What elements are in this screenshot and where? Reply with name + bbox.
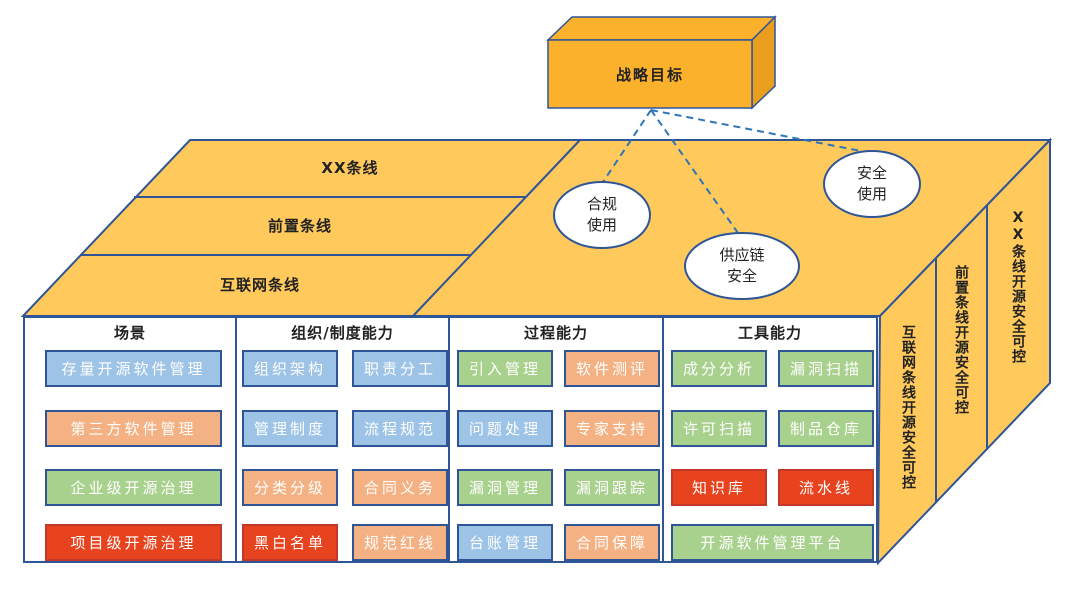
column-organization: 组织/制度能力 组织架构职责分工管理制度流程规范分类分级合同义务黑白名单规范红线: [235, 318, 448, 561]
connector-security: [650, 109, 867, 153]
capability-tile: 职责分工: [352, 350, 448, 387]
objective-line: 使用: [856, 185, 887, 203]
column-process: 过程能力 引入管理软件测评问题处理专家支持漏洞管理漏洞跟踪台账管理合同保障: [448, 318, 662, 561]
capability-tile: 分类分级: [242, 469, 338, 506]
capability-tile: 漏洞跟踪: [564, 469, 660, 506]
objective-label-security: 安全 使用: [832, 163, 912, 205]
capability-tile: 台账管理: [457, 524, 553, 561]
capability-tile: 专家支持: [564, 410, 660, 447]
capability-tile: 知识库: [671, 469, 767, 506]
capability-tile: 成分分析: [671, 350, 767, 387]
column-scenarios: 场景 存量开源软件管理第三方软件管理企业级开源治理项目级开源治理: [25, 318, 235, 561]
capability-tile: 黑白名单: [242, 524, 338, 561]
capability-tile: 项目级开源治理: [45, 524, 222, 561]
side-label-xx: XX条线开源安全可控: [1010, 210, 1026, 364]
capability-tile: 管理制度: [242, 410, 338, 447]
capability-tile: 引入管理: [457, 350, 553, 387]
layer-diagonal: [412, 139, 581, 317]
objective-label-compliance: 合规 使用: [562, 194, 642, 236]
objective-line: 供应链: [719, 246, 765, 264]
capability-tile: 制品仓库: [778, 410, 874, 447]
layer-label-xx: XX条线: [321, 159, 379, 177]
capability-tile: 流水线: [778, 469, 874, 506]
objective-ellipse-compliance: [553, 181, 651, 249]
column-title: 工具能力: [737, 324, 802, 342]
capability-tile: 组织架构: [242, 350, 338, 387]
capability-tile: 企业级开源治理: [45, 469, 222, 506]
layer-label-internet: 互联网条线: [219, 276, 300, 294]
capability-tile: 流程规范: [352, 410, 448, 447]
objective-line: 合规: [586, 195, 617, 213]
capability-tile: 第三方软件管理: [45, 410, 222, 447]
column-title: 组织/制度能力: [291, 324, 394, 342]
capability-tile: 许可扫描: [671, 410, 767, 447]
front-face: 场景 存量开源软件管理第三方软件管理企业级开源治理项目级开源治理 组织/制度能力…: [23, 316, 878, 563]
capability-tile: 规范红线: [352, 524, 448, 561]
goal-label: 战略目标: [615, 65, 684, 84]
layer-label-front: 前置条线: [267, 217, 332, 235]
capability-tile: 合同义务: [352, 469, 448, 506]
column-tools: 工具能力 成分分析漏洞扫描许可扫描制品仓库知识库流水线开源软件管理平台: [662, 318, 876, 561]
column-title: 场景: [113, 324, 146, 342]
column-title: 过程能力: [523, 324, 588, 342]
objective-line: 安全: [856, 164, 887, 182]
objective-line: 安全: [726, 267, 757, 285]
connector-compliance: [602, 109, 652, 183]
objective-ellipse-supply-chain: [684, 232, 800, 300]
side-face: [876, 137, 1051, 566]
side-label-front: 前置条线开源安全可控: [953, 265, 969, 415]
goal-box-front: [547, 39, 753, 109]
objective-label-supply-chain: 供应链 安全: [702, 245, 782, 287]
capability-tile: 漏洞扫描: [778, 350, 874, 387]
goal-box-top: [546, 16, 777, 41]
capability-tile: 开源软件管理平台: [671, 524, 874, 561]
capability-tile: 存量开源软件管理: [45, 350, 222, 387]
objective-line: 使用: [586, 216, 617, 234]
objective-ellipse-security: [823, 150, 921, 218]
connector-supply-chain: [650, 109, 739, 234]
capability-tile: 软件测评: [564, 350, 660, 387]
capability-tile: 问题处理: [457, 410, 553, 447]
capability-tile: 合同保障: [564, 524, 660, 561]
capability-tile: 漏洞管理: [457, 469, 553, 506]
side-label-internet: 互联网条线开源安全可控: [900, 325, 916, 490]
